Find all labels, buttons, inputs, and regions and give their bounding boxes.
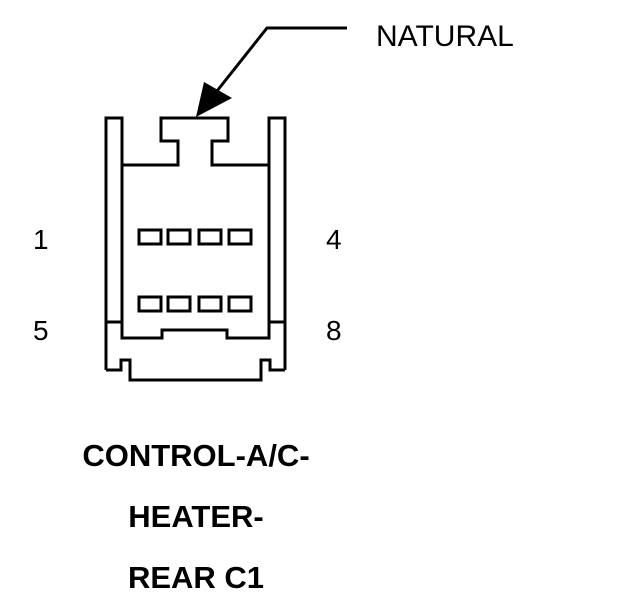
color-callout-label: NATURAL <box>376 20 514 53</box>
cavity-row-bottom <box>137 295 253 313</box>
connector-title-line-3: REAR C1 <box>128 560 264 595</box>
cavity-8 <box>227 295 253 313</box>
cavity-7 <box>197 295 223 313</box>
color-callout-leader <box>196 26 347 117</box>
cavity-3 <box>197 228 223 246</box>
connector-title-line-1: CONTROL-A/C- <box>82 438 309 473</box>
cavity-5 <box>137 295 163 313</box>
cavity-4 <box>227 228 253 246</box>
pin-label-bottom-left: 5 <box>33 315 49 346</box>
pin-label-bottom-right: 8 <box>326 315 342 346</box>
cavity-row-top <box>137 228 253 246</box>
cavity-2 <box>166 228 192 246</box>
cavity-6 <box>166 295 192 313</box>
connector-body <box>104 116 287 382</box>
cavity-1 <box>137 228 163 246</box>
pin-label-top-left: 1 <box>33 224 49 255</box>
connector-title-line-2: HEATER- <box>128 499 263 534</box>
pin-label-top-right: 4 <box>326 224 342 255</box>
